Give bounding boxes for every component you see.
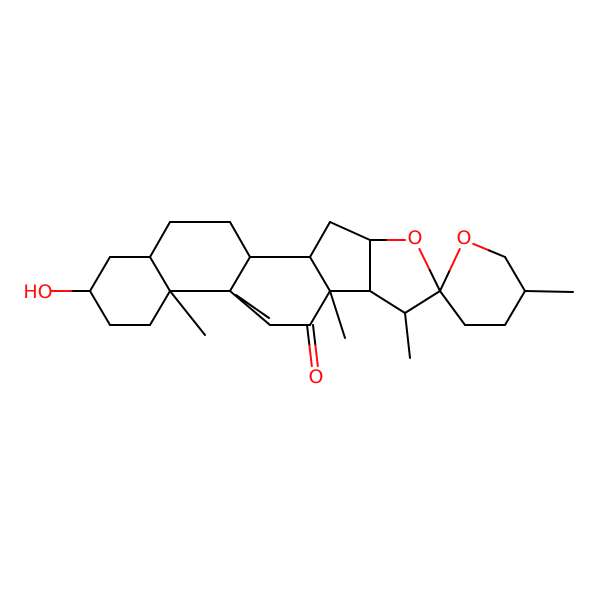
bond-ringA-3 (149, 256, 171, 292)
bond-ringC-4 (309, 256, 331, 292)
bond-ringC-3 (309, 290, 331, 326)
bond-ketone-2-a (312, 324, 317, 347)
atom-label-furan-oxygen: O (408, 227, 423, 249)
bond-ringF-3 (504, 256, 526, 292)
bond-ringF-2-b (488, 249, 506, 258)
label-layer: HO O O O (23, 227, 471, 388)
bond-ringB-3 (229, 221, 251, 258)
bond-ringA-6 (89, 290, 111, 326)
bond-methyl-c25 (524, 290, 574, 293)
atom-label-hydroxyl: HO (23, 281, 52, 303)
bond-ringE-4 (369, 290, 406, 314)
bond-ringA-1 (89, 256, 111, 292)
bond-layer (51, 221, 574, 368)
bond-ketone-1-a (306, 324, 311, 347)
bond-methyl-c20 (404, 312, 411, 359)
bond-ringC-1-double (235, 294, 270, 319)
bond-ringD-2 (329, 221, 371, 241)
bond-ringE-3 (404, 290, 441, 314)
bond-ringF-2-a (472, 242, 491, 252)
bond-ringD-1 (309, 221, 331, 258)
bond-ringF-6 (439, 290, 466, 326)
bond-ringF-1-a (439, 269, 451, 292)
bond-ringB-4 (229, 256, 251, 292)
bond-ringB-1 (149, 221, 171, 258)
bond-methyl-c10 (169, 290, 206, 336)
bond-ringF-4 (504, 290, 526, 326)
atom-label-pyran-oxygen: O (457, 227, 472, 249)
bond-methyl-c13 (329, 290, 346, 339)
bond-ringF-1-b (448, 248, 461, 272)
bond-ketone-2-b (314, 344, 319, 368)
bond-ringA-4 (149, 290, 171, 326)
bond-ringE-2-a (418, 247, 431, 271)
atom-label-ketone-oxygen: O (309, 366, 324, 388)
bond-ketone-1-b (308, 344, 313, 368)
bond-ringE-2-b (428, 268, 441, 292)
